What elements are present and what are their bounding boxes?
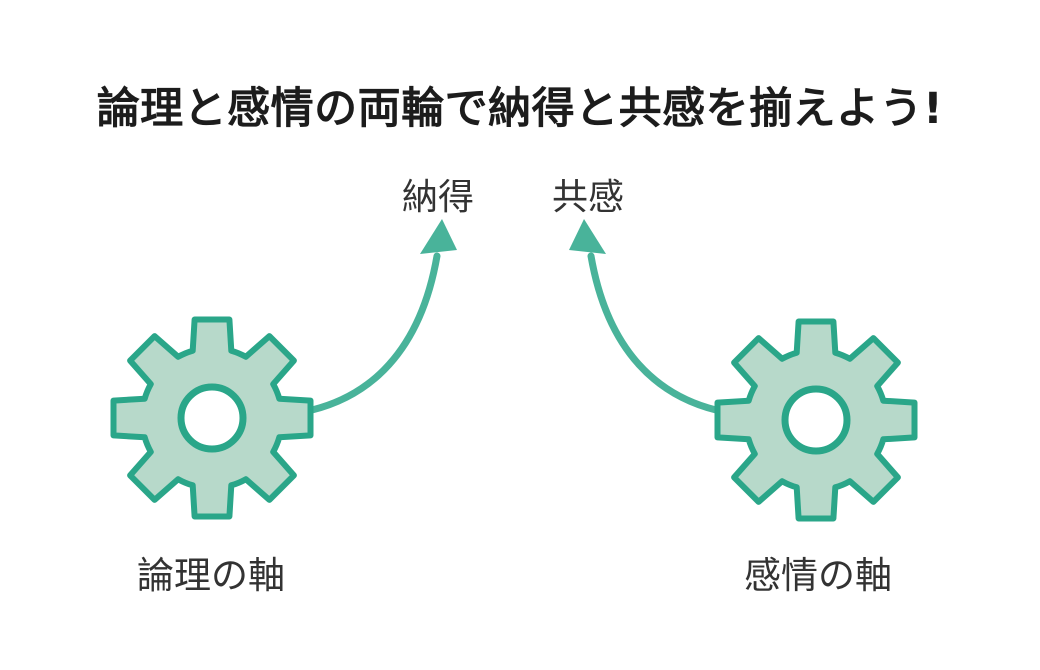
arrow-curve: [308, 252, 441, 414]
label-emotion-axis: 感情の軸: [744, 554, 892, 597]
arrowhead-up-icon: [569, 219, 606, 254]
gear-icon: [114, 320, 311, 517]
arrow-logic-to-nattoku: [308, 219, 457, 414]
gear-icon: [718, 322, 915, 519]
arrow-emotion-to-kyokan: [569, 219, 720, 414]
diagram-title: 論理と感情の両輪で納得と共感を揃えよう!: [96, 84, 944, 134]
arrow-curve: [587, 252, 720, 414]
label-logic-axis: 論理の軸: [137, 554, 285, 597]
label-nattoku: 納得: [401, 177, 475, 218]
arrowhead-up-icon: [420, 219, 457, 254]
label-kyokan: 共感: [551, 177, 625, 218]
